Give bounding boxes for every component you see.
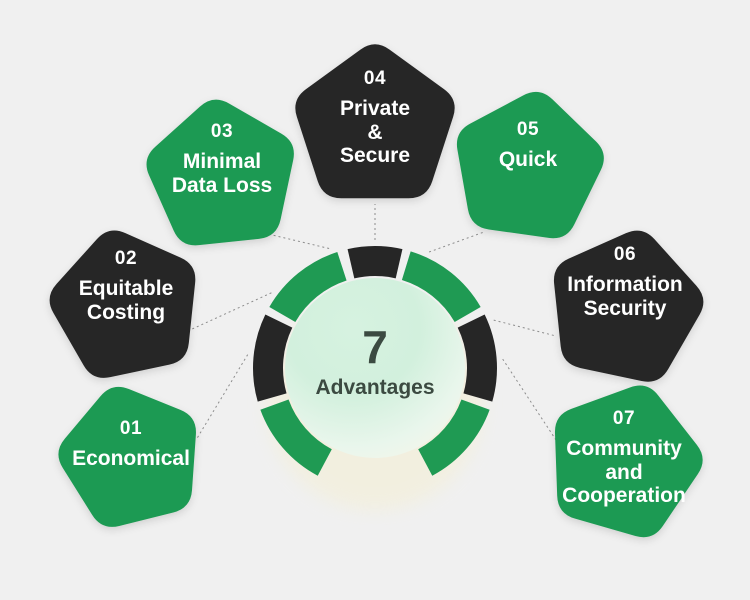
node-shape-02[interactable]	[49, 230, 196, 378]
connector-line-2	[189, 292, 272, 331]
ring-segment-6	[253, 314, 293, 402]
center-ring	[253, 246, 497, 476]
node-shape-04[interactable]	[295, 44, 455, 199]
ring-segment-5	[260, 399, 332, 476]
connector-line-3	[267, 233, 330, 249]
connector-line-5	[428, 231, 485, 253]
center-disc	[285, 278, 465, 458]
connector-lines	[189, 204, 557, 441]
ring-segment-1	[347, 246, 403, 279]
connector-line-7	[502, 358, 557, 441]
node-shape-01[interactable]	[58, 386, 196, 527]
node-shape-07[interactable]	[554, 385, 703, 538]
node-shape-03[interactable]	[146, 99, 294, 246]
node-shape-05[interactable]	[456, 91, 604, 239]
ring-segment-2	[401, 251, 481, 322]
connector-line-1	[195, 354, 249, 441]
node-shapes	[49, 44, 704, 538]
ring-segment-4	[418, 399, 490, 476]
center-inner-circle	[285, 278, 465, 458]
node-shape-06[interactable]	[553, 230, 704, 382]
connector-line-6	[493, 319, 557, 337]
ring-segment-7	[269, 251, 347, 322]
ring-segment-3	[457, 314, 497, 402]
